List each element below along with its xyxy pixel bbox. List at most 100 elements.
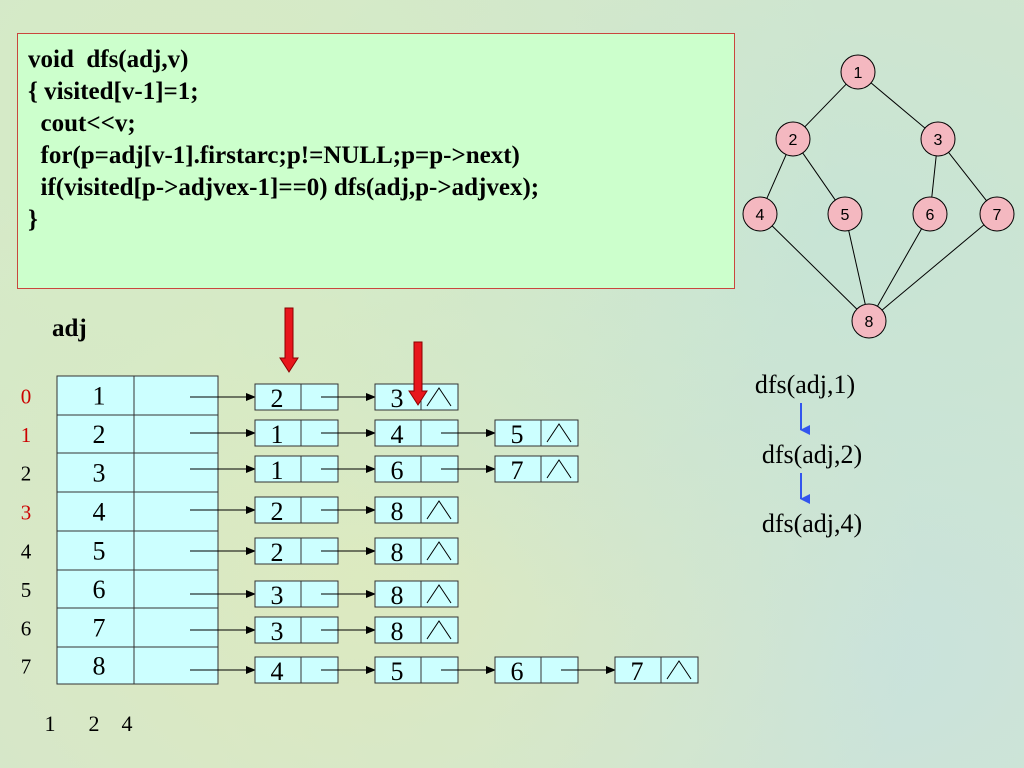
pointer-arrow-icon bbox=[279, 307, 299, 373]
index-label: 4 bbox=[21, 540, 32, 564]
graph-edge bbox=[771, 225, 858, 310]
graph-edge bbox=[804, 83, 847, 128]
graph-edge bbox=[876, 228, 923, 307]
null-icon bbox=[426, 500, 452, 520]
arc-adjvex: 7 bbox=[631, 657, 644, 686]
vertex-value: 3 bbox=[93, 459, 106, 488]
arc-adjvex: 1 bbox=[271, 420, 284, 449]
graph-node bbox=[851, 303, 887, 339]
vertex-value: 4 bbox=[93, 498, 106, 527]
arc-adjvex: 5 bbox=[511, 420, 524, 449]
null-icon bbox=[426, 584, 452, 604]
graph-node-label: 1 bbox=[854, 65, 863, 82]
graph-node-label: 7 bbox=[993, 207, 1002, 224]
index-label: 0 bbox=[21, 385, 32, 409]
firstarc-cell bbox=[133, 491, 219, 532]
graph-node-label: 3 bbox=[934, 132, 943, 149]
output-value: 1 bbox=[45, 711, 56, 736]
graph-edge bbox=[766, 154, 787, 199]
pointer-arrow-icon bbox=[408, 341, 428, 406]
arc-adjvex: 6 bbox=[391, 456, 404, 485]
graph-node-label: 5 bbox=[841, 207, 850, 224]
null-icon bbox=[426, 541, 452, 561]
firstarc-cell bbox=[133, 452, 219, 493]
firstarc-cell bbox=[133, 646, 219, 685]
graph-node-label: 4 bbox=[756, 207, 765, 224]
graph-node bbox=[840, 54, 876, 90]
vertex-value: 5 bbox=[93, 537, 106, 566]
null-icon bbox=[666, 660, 692, 680]
firstarc-cell bbox=[133, 569, 219, 609]
firstarc-cell bbox=[133, 375, 219, 416]
null-icon bbox=[546, 459, 572, 479]
vertex-value: 2 bbox=[93, 420, 106, 449]
firstarc-cell bbox=[133, 414, 219, 454]
index-label: 1 bbox=[21, 423, 32, 447]
vertex-cell bbox=[56, 491, 135, 532]
arc-adjvex: 3 bbox=[391, 384, 404, 413]
index-label: 3 bbox=[21, 501, 32, 525]
vertex-cell bbox=[56, 607, 135, 648]
graph-edge bbox=[948, 152, 987, 201]
arc-adjvex: 4 bbox=[271, 657, 284, 686]
graph-edge bbox=[881, 224, 985, 311]
graph-edge bbox=[931, 155, 937, 198]
code-line: } bbox=[28, 206, 38, 233]
code-line: { visited[v-1]=1; bbox=[28, 78, 199, 105]
graph-edge bbox=[870, 82, 926, 129]
index-label: 5 bbox=[21, 578, 32, 602]
graph-node-label: 2 bbox=[789, 132, 798, 149]
graph-node bbox=[920, 121, 956, 157]
arc-adjvex: 2 bbox=[271, 497, 284, 526]
code-line: for(p=adj[v-1].firstarc;p!=NULL;p=p->nex… bbox=[28, 142, 520, 169]
index-label: 6 bbox=[21, 617, 32, 641]
adj-label: adj bbox=[52, 315, 87, 342]
vertex-value: 1 bbox=[93, 382, 106, 411]
graph-node bbox=[775, 121, 811, 157]
trace-call: dfs(adj,4) bbox=[762, 509, 862, 538]
arc-adjvex: 4 bbox=[391, 420, 404, 449]
output-value: 2 bbox=[89, 711, 100, 736]
null-icon bbox=[426, 620, 452, 640]
vertex-cell bbox=[56, 530, 135, 571]
arc-adjvex: 5 bbox=[391, 657, 404, 686]
arc-adjvex: 7 bbox=[511, 456, 524, 485]
vertex-cell bbox=[56, 646, 135, 685]
arc-node bbox=[494, 419, 579, 447]
trace-call: dfs(adj,2) bbox=[762, 440, 862, 469]
graph-node bbox=[827, 196, 863, 232]
arc-node bbox=[374, 537, 459, 565]
arc-adjvex: 2 bbox=[271, 384, 284, 413]
graph-edge bbox=[848, 230, 866, 305]
arc-adjvex: 8 bbox=[391, 538, 404, 567]
arc-node bbox=[374, 616, 459, 644]
arc-node bbox=[614, 656, 699, 684]
arc-adjvex: 3 bbox=[271, 617, 284, 646]
code-box: void dfs(adj,v) { visited[v-1]=1; cout<<… bbox=[17, 33, 735, 289]
pointer-arrows bbox=[279, 307, 428, 406]
call-trace: dfs(adj,1)dfs(adj,2)dfs(adj,4) bbox=[755, 370, 862, 538]
vertex-cell bbox=[56, 569, 135, 609]
firstarc-cell bbox=[133, 607, 219, 648]
arc-adjvex: 8 bbox=[391, 581, 404, 610]
vertex-value: 7 bbox=[93, 614, 106, 643]
null-icon bbox=[546, 423, 572, 443]
vertex-value: 8 bbox=[93, 652, 106, 681]
graph-edge bbox=[802, 152, 836, 201]
vertex-value: 6 bbox=[93, 575, 106, 604]
code-line: if(visited[p->adjvex-1]==0) dfs(adj,p->a… bbox=[28, 174, 540, 201]
arc-node bbox=[374, 496, 459, 524]
index-label: 7 bbox=[21, 655, 32, 679]
arc-node bbox=[494, 455, 579, 483]
arc-adjvex: 8 bbox=[391, 617, 404, 646]
graph-node bbox=[979, 196, 1015, 232]
graph-node-label: 8 bbox=[865, 314, 874, 331]
arc-adjvex: 3 bbox=[271, 581, 284, 610]
graph-node bbox=[742, 196, 778, 232]
arc-adjvex: 8 bbox=[391, 497, 404, 526]
arc-node bbox=[374, 580, 459, 608]
arc-adjvex: 6 bbox=[511, 657, 524, 686]
